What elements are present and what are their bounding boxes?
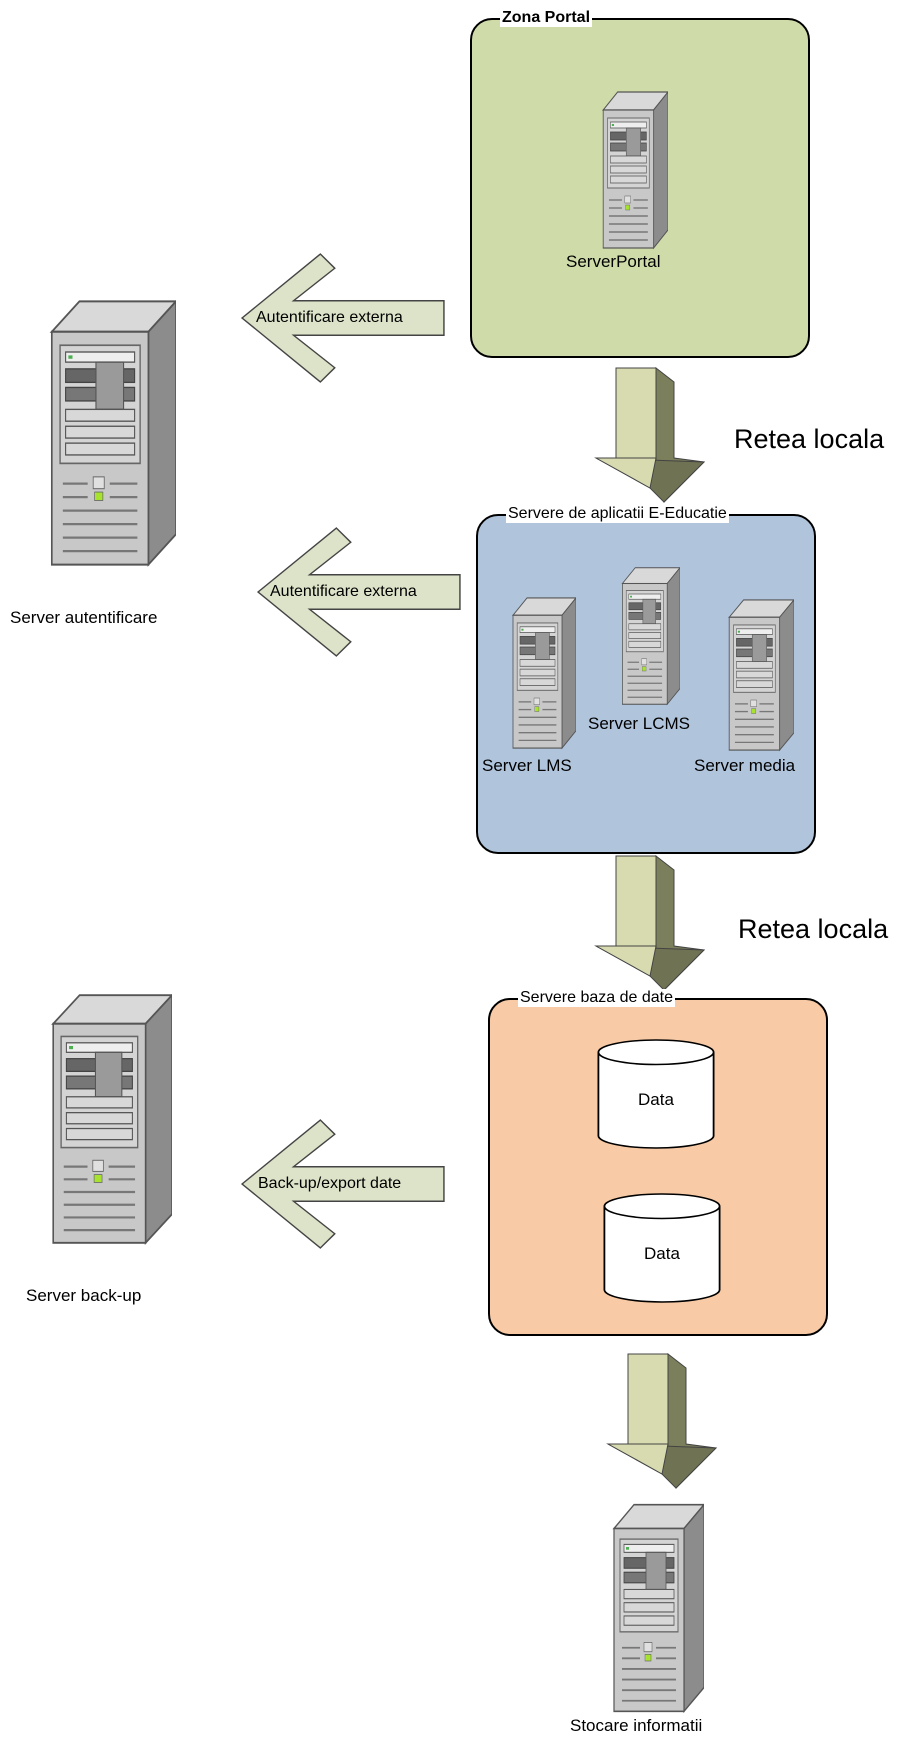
zone-portal: Zona Portal ServerPortal (470, 9, 810, 358)
zone-apps-title: Servere de aplicatii E-Educatie (506, 505, 729, 523)
server-backup-label: Server back-up (26, 1286, 142, 1305)
zone-portal-title: Zona Portal (500, 9, 593, 27)
network-label-1: Retea locala (734, 424, 885, 454)
server-auth-label: Server autentificare (10, 608, 158, 627)
zone-apps: Servere de aplicatii E-Educatie Server L… (476, 505, 816, 854)
server-auth-icon (38, 298, 176, 568)
database-1: Data (596, 1038, 716, 1150)
server-lcms-icon (616, 566, 680, 706)
zone-db: Servere baza de date Data Data (488, 989, 828, 1336)
server-portal-icon (596, 90, 668, 250)
server-storage-label: Stocare informatii (570, 1716, 703, 1735)
server-portal-label: ServerPortal (566, 252, 661, 271)
server-lcms-label: Server LCMS (588, 714, 691, 733)
down-arrow-1 (594, 366, 714, 506)
auth-arrow-1-label: Autentificare externa (256, 309, 403, 326)
server-media-label: Server media (694, 756, 796, 775)
server-lms-label: Server LMS (482, 756, 572, 775)
down-arrow-2 (594, 854, 714, 994)
zone-db-title: Servere baza de date (518, 989, 675, 1007)
down-arrow-3 (606, 1352, 726, 1492)
backup-arrow-label: Back-up/export date (258, 1175, 402, 1192)
network-label-2: Retea locala (738, 914, 889, 944)
server-lms-icon (506, 596, 576, 750)
database-2-label: Data (644, 1244, 680, 1263)
server-storage-icon (604, 1502, 704, 1714)
server-backup-icon (40, 992, 172, 1246)
auth-arrow-2-label: Autentificare externa (270, 583, 417, 600)
database-1-label: Data (638, 1090, 674, 1109)
database-2: Data (602, 1192, 722, 1304)
server-media-icon (722, 598, 794, 752)
